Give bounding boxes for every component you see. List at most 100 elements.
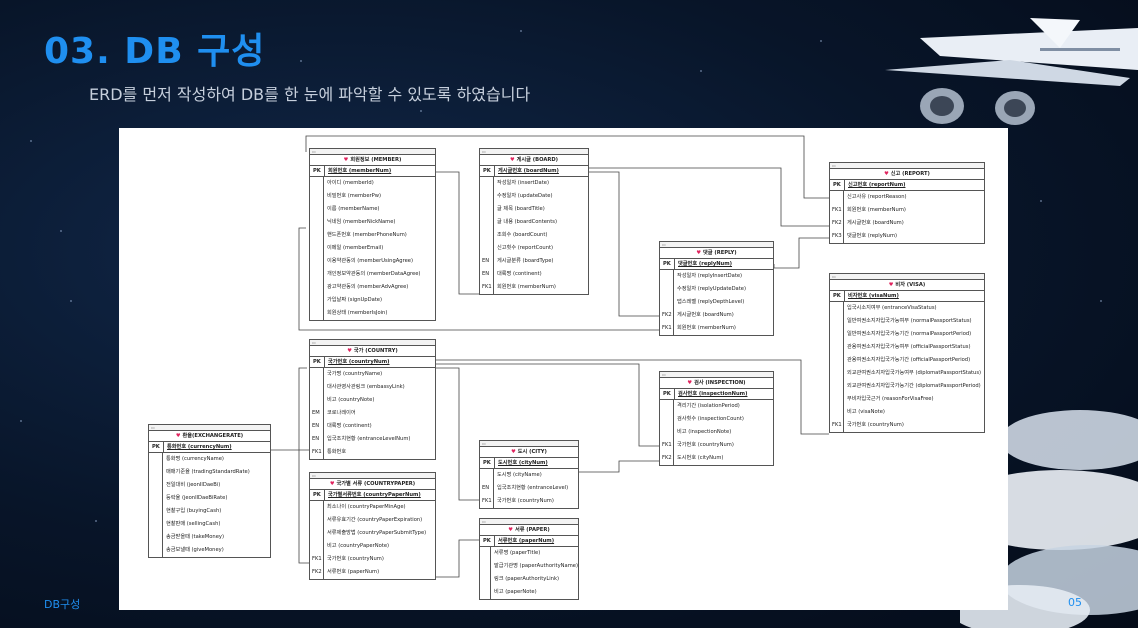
- entity-header: ♥국가별 서류 (COUNTRYPAPER): [310, 479, 435, 490]
- field-row: 입국조치현황 (entranceLevelNum): [327, 436, 411, 442]
- field-key: EN: [482, 271, 490, 277]
- key-marker: PK: [313, 359, 321, 365]
- entity-name: 검사 (INSPECTION): [694, 380, 746, 386]
- field-key: [480, 469, 493, 482]
- field-column: 통화명 (currencyName)매매기준율 (tradingStandard…: [163, 453, 270, 557]
- field-row: 비고 (countryNote): [327, 397, 375, 403]
- key-marker: PK: [663, 261, 671, 267]
- field-key: [310, 307, 323, 320]
- field-row: 가입날짜 (signUpDate): [327, 297, 382, 303]
- heart-icon: ♥: [884, 171, 889, 177]
- field-row: 도시번호 (cityNum): [677, 455, 724, 461]
- entity-bar: ▭: [310, 473, 435, 479]
- field-row: 일반여권소지자입국가능기간 (normalPassportPeriod): [847, 331, 972, 337]
- field-column: 서류명 (paperTitle)발급기관명 (paperAuthorityNam…: [491, 547, 578, 599]
- field-key: [830, 191, 843, 204]
- primary-key-field: 댓글번호 (replyNum): [674, 259, 732, 269]
- entity-bar: ▭: [830, 274, 984, 280]
- entity-header: ♥서류 (PAPER): [480, 525, 578, 536]
- primary-key-field: 도시번호 (cityNum): [494, 458, 548, 468]
- field-key: [310, 501, 323, 514]
- field-key: [310, 514, 323, 527]
- field-row: 이름 (memberName): [327, 206, 380, 212]
- field-column: 격리기간 (isolationPeriod)검사횟수 (inspectionCo…: [674, 400, 773, 465]
- field-key: [149, 453, 162, 466]
- field-key: [149, 492, 162, 505]
- field-key: EN: [312, 423, 320, 429]
- entity-name: 국가 (COUNTRY): [353, 348, 398, 354]
- star: [820, 40, 822, 42]
- entity-header: ♥게시글 (BOARD): [480, 155, 588, 166]
- field-row: 링크 (paperAuthorityLink): [494, 576, 559, 582]
- field-row: 글 제목 (boardTitle): [497, 206, 545, 212]
- entity-bar: ▭: [660, 242, 773, 248]
- field-row: 코로나레이어: [327, 410, 356, 416]
- star: [420, 110, 422, 112]
- field-row: 등락율 (jeonIlDaeBiRate): [166, 495, 228, 501]
- field-row: 입국시소지여부 (entranceVisaStatus): [847, 305, 937, 311]
- entity-bar: ▭: [480, 519, 578, 525]
- field-key: [660, 296, 673, 309]
- field-key: [480, 177, 493, 190]
- field-key: [310, 229, 323, 242]
- primary-key-field: 국가별서류번호 (countryPaperNum): [324, 490, 421, 500]
- entity-name: 국가별 서류 (COUNTRYPAPER): [336, 481, 416, 487]
- star: [70, 300, 72, 302]
- field-key: [480, 203, 493, 216]
- field-key: EM: [312, 410, 320, 416]
- star: [95, 520, 97, 522]
- field-row: 신고횟수 (reportCount): [497, 245, 554, 251]
- star: [1040, 200, 1042, 202]
- field-row: 입국조치현황 (entranceLevel): [497, 485, 569, 491]
- field-row: 수정일자 (replyUpdateDate): [677, 286, 746, 292]
- entity-header: ♥도시 (CITY): [480, 447, 578, 458]
- field-row: 일반여권소지자입국가능여부 (normalPassportStatus): [847, 318, 972, 324]
- entity-name: 게시글 (BOARD): [516, 157, 559, 163]
- field-key: [310, 540, 323, 553]
- field-column: 도시명 (cityName)입국조치현황 (entranceLevel)국가번호…: [494, 469, 578, 508]
- field-key: FK3: [832, 233, 842, 239]
- footer-section-label: DB구성: [44, 598, 81, 611]
- field-key: [310, 527, 323, 540]
- field-key: [830, 393, 843, 406]
- field-row: 회원번호 (memberNum): [847, 207, 906, 213]
- field-row: 댓글번호 (replyNum): [847, 233, 898, 239]
- field-key: [310, 177, 323, 190]
- field-row: 회원상태 (memberIsJoin): [327, 310, 388, 316]
- entity-bar: ▭: [830, 163, 984, 169]
- field-key: FK1: [832, 207, 842, 213]
- field-key: [830, 328, 843, 341]
- field-key: [149, 531, 162, 544]
- field-row: 서류명 (paperTitle): [494, 550, 541, 556]
- field-row: 이메일 (memberEmail): [327, 245, 384, 251]
- field-row: 비고 (countryPaperNote): [327, 543, 390, 549]
- field-key: [830, 380, 843, 393]
- field-key: [480, 190, 493, 203]
- key-marker: PK: [483, 168, 491, 174]
- entity-name: 도시 (CITY): [517, 449, 547, 455]
- field-key: [310, 294, 323, 307]
- star: [700, 70, 702, 72]
- field-row: 국가번호 (countryNum): [497, 498, 554, 504]
- field-key: [310, 268, 323, 281]
- field-row: 무비자입국근거 (reasonForVisaFree): [847, 396, 934, 402]
- entity-bar: ▭: [480, 441, 578, 447]
- heart-icon: ♥: [888, 282, 894, 288]
- entity-name: 댓글 (REPLY): [702, 250, 737, 256]
- airplane-illustration: [885, 18, 1138, 125]
- field-row: 이용약관동의 (memberUsingAgree): [327, 258, 414, 264]
- field-row: 비고 (visaNote): [847, 409, 885, 415]
- entity-bar: ▭: [480, 149, 588, 155]
- primary-key-field: 국가번호 (countryNum): [324, 357, 390, 367]
- entity-body: 서류명 (paperTitle)발급기관명 (paperAuthorityNam…: [480, 547, 578, 599]
- field-key: [480, 242, 493, 255]
